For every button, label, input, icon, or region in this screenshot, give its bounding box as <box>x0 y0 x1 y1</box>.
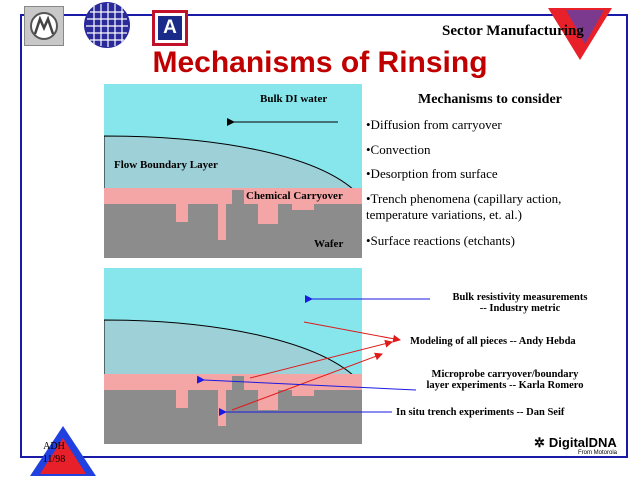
author-date-badge: ADH 11/98 <box>34 440 74 466</box>
ua-letter-icon: A <box>163 17 177 38</box>
mechanism-item: •Desorption from surface <box>366 166 498 181</box>
motorola-m-icon <box>33 15 55 35</box>
mechanism-item-continued: temperature variations, et. al.) <box>366 207 522 222</box>
digitaldna-logo: ✲ DigitalDNA From Motorola <box>534 434 617 456</box>
rinsing-diagram-top: Bulk DI water Flow Boundary Layer Chemic… <box>104 84 362 258</box>
mechanism-item: •Diffusion from carryover <box>366 117 502 132</box>
modeling-arrow-3 <box>231 352 383 411</box>
motorola-ring-icon <box>30 12 58 40</box>
chemical-carryover-label: Chemical Carryover <box>246 190 343 202</box>
mechanism-item: •Convection <box>366 142 431 157</box>
modeling-arrow-1 <box>303 321 401 343</box>
microprobe-line2: layer experiments -- Karla Romero <box>426 380 584 391</box>
university-arizona-logo: A <box>152 10 188 46</box>
digitaldna-star-icon: ✲ <box>534 435 545 450</box>
adh-triangle-icon <box>30 426 96 476</box>
slide-date: 11/98 <box>42 454 66 465</box>
microprobe-line1: Microprobe carryover/boundary <box>431 369 579 380</box>
mechanism-item: •Surface reactions (etchants) <box>366 233 515 248</box>
bulk-water-label: Bulk DI water <box>260 93 328 105</box>
globe-grid-logo <box>84 2 130 48</box>
bulk-resistivity-line1: Bulk resistivity measurements <box>452 292 588 303</box>
bulk-resistivity-line2: -- Industry metric <box>479 303 561 314</box>
page-title: Mechanisms of Rinsing <box>152 46 488 79</box>
globe-grid-icon <box>85 3 129 47</box>
mechanisms-heading: Mechanisms to consider <box>418 92 562 107</box>
rinsing-layers-graphic <box>104 135 362 258</box>
microprobe-note: Microprobe carryover/boundary layer expe… <box>416 369 594 391</box>
sector-label: Sector Manufacturing <box>442 23 584 39</box>
digitaldna-sub: From Motorola <box>578 450 618 456</box>
motorola-logo <box>24 6 64 46</box>
insitu-note: In situ trench experiments -- Dan Seif <box>396 407 565 418</box>
digitaldna-brand: DigitalDNA <box>548 435 617 450</box>
modeling-arrow-2 <box>249 339 393 379</box>
ua-badge: A <box>158 16 182 40</box>
mechanism-item: •Trench phenomena (capillary action, <box>366 191 562 206</box>
flow-boundary-label: Flow Boundary Layer <box>114 159 218 171</box>
slide-frame <box>20 14 628 458</box>
modeling-note: Modeling of all pieces -- Andy Hebda <box>410 336 576 347</box>
author-initials: ADH <box>43 441 65 452</box>
microprobe-arrow <box>196 375 417 391</box>
wafer-label: Wafer <box>314 238 344 250</box>
bulk-resistivity-note: Bulk resistivity measurements -- Industr… <box>432 292 608 314</box>
